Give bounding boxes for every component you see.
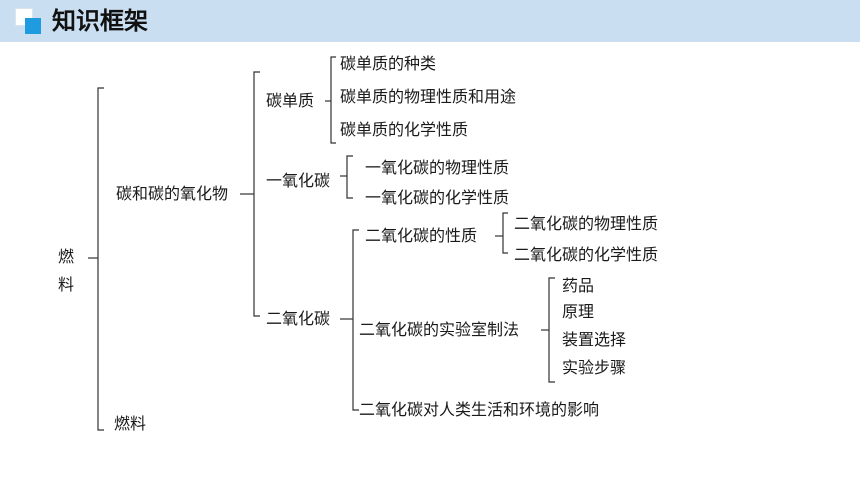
node-carbon-oxides: 碳和碳的氧化物 (116, 184, 229, 203)
section-logo-icon (15, 8, 41, 34)
leaf-co-physical: 一氧化碳的物理性质 (365, 158, 510, 177)
leaf-carbon-element-types: 碳单质的种类 (340, 54, 437, 73)
co2-bracket (352, 229, 359, 411)
leaf-lab-principle: 原理 (562, 302, 595, 321)
carbon-oxides-bracket (253, 71, 260, 317)
node-co2-properties: 二氧化碳的性质 (365, 226, 478, 245)
header-bar: 知识框架 (0, 0, 860, 42)
logo-front-square (25, 18, 41, 34)
root-label: 燃 料 (58, 247, 75, 294)
node-carbon-element: 碳单质 (266, 91, 315, 110)
leaf-co-chemical: 一氧化碳的化学性质 (365, 188, 510, 207)
node-co2-lab-prep: 二氧化碳的实验室制法 (359, 320, 520, 339)
leaf-lab-steps: 实验步骤 (562, 358, 627, 377)
carbon-element-bracket (330, 56, 336, 144)
node-co: 一氧化碳 (266, 171, 331, 190)
node-co2-impact: 二氧化碳对人类生活和环境的影响 (359, 400, 600, 419)
lab-prep-bracket (548, 277, 555, 383)
leaf-co2-physical: 二氧化碳的物理性质 (514, 214, 659, 233)
leaf-lab-reagents: 药品 (562, 276, 595, 295)
node-fuel: 燃料 (114, 414, 147, 433)
co2-properties-bracket (502, 212, 508, 254)
leaf-lab-apparatus: 装置选择 (562, 330, 627, 349)
page-title: 知识框架 (52, 7, 148, 35)
root-bracket (97, 87, 104, 431)
node-co2: 二氧化碳 (266, 309, 331, 328)
co-bracket (346, 155, 353, 199)
leaf-carbon-element-physical: 碳单质的物理性质和用途 (340, 87, 517, 106)
leaf-co2-chemical: 二氧化碳的化学性质 (514, 245, 659, 264)
leaf-carbon-element-chemical: 碳单质的化学性质 (340, 120, 469, 139)
